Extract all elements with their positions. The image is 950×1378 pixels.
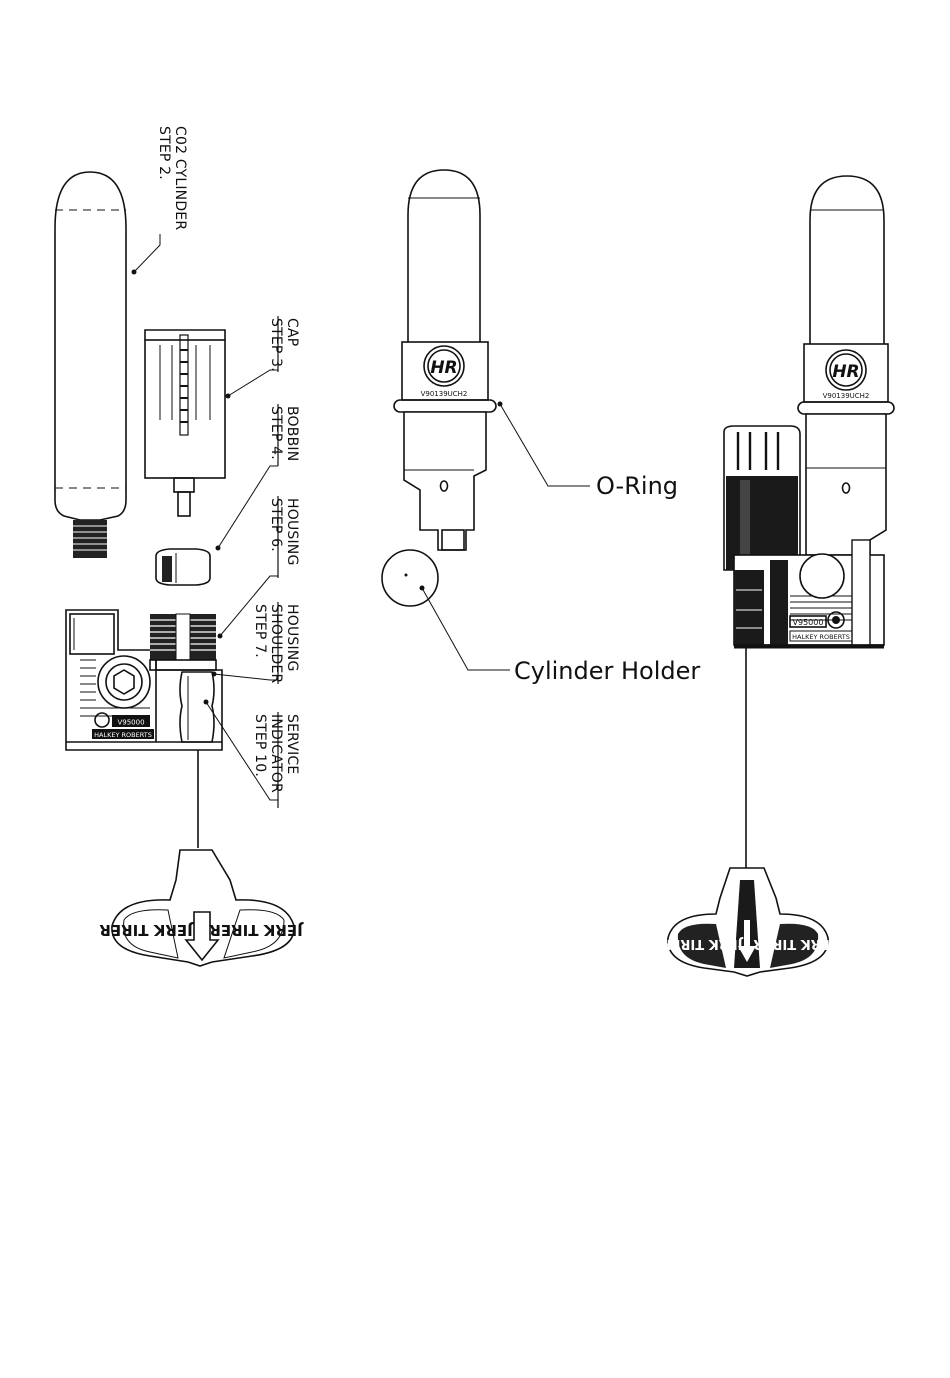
handle-text-right: JERK TIRER [209, 921, 304, 939]
o-ring-label: O-Ring [596, 472, 678, 500]
label-co2-cylinder: C02 CYLINDER STEP 2. [156, 126, 188, 235]
housing-thread [150, 614, 216, 670]
model-code-right: V95000 [793, 618, 824, 627]
cylinder-holder-label: Cylinder Holder [514, 657, 700, 685]
label-housing: HOUSING STEP 6. [268, 498, 300, 570]
part-code-mid: V90139UCH2 [421, 390, 468, 398]
handle-text-right-right: JERK TIRER [754, 936, 836, 951]
exploded-view: V95000 HALKEY ROBERTS [55, 126, 304, 966]
cap-part [145, 330, 225, 516]
hr-logo-right: HR [832, 362, 859, 382]
assembled-view: HR V90139UCH2 V95000 [662, 176, 894, 976]
brand-mark-right: HALKEY ROBERTS [792, 633, 850, 641]
housing-model-mark: V95000 [117, 719, 144, 727]
part-code-right: V90139UCH2 [823, 392, 870, 400]
label-service-indicator: SERVICE INDICATOR STEP 10. [252, 714, 300, 798]
handle-text-left: JERK TIRER [99, 921, 194, 939]
co2-cylinder-part [55, 172, 126, 558]
jerk-handle: JERK TIRER JERK TIRER [99, 850, 304, 966]
callout-o-ring: O-Ring [498, 402, 679, 501]
bobbin-part [156, 549, 210, 585]
hr-logo-mid: HR [430, 358, 457, 378]
callout-cylinder-holder: Cylinder Holder [420, 586, 701, 686]
label-cap: CAP STEP 3. [268, 318, 300, 372]
cylinder-holder-view: HR V90139UCH2 [382, 170, 496, 606]
handle-text-right-left: JERK TIRER [662, 936, 744, 951]
label-bobbin: BOBBIN STEP 4. [268, 406, 300, 466]
jerk-handle-right: JERK TIRER JERK TIRER [662, 868, 836, 976]
housing-brand-mark: HALKEY ROBERTS [94, 731, 152, 739]
label-housing-shoulder: HOUSING SHOULDER STEP 7. [252, 604, 300, 688]
